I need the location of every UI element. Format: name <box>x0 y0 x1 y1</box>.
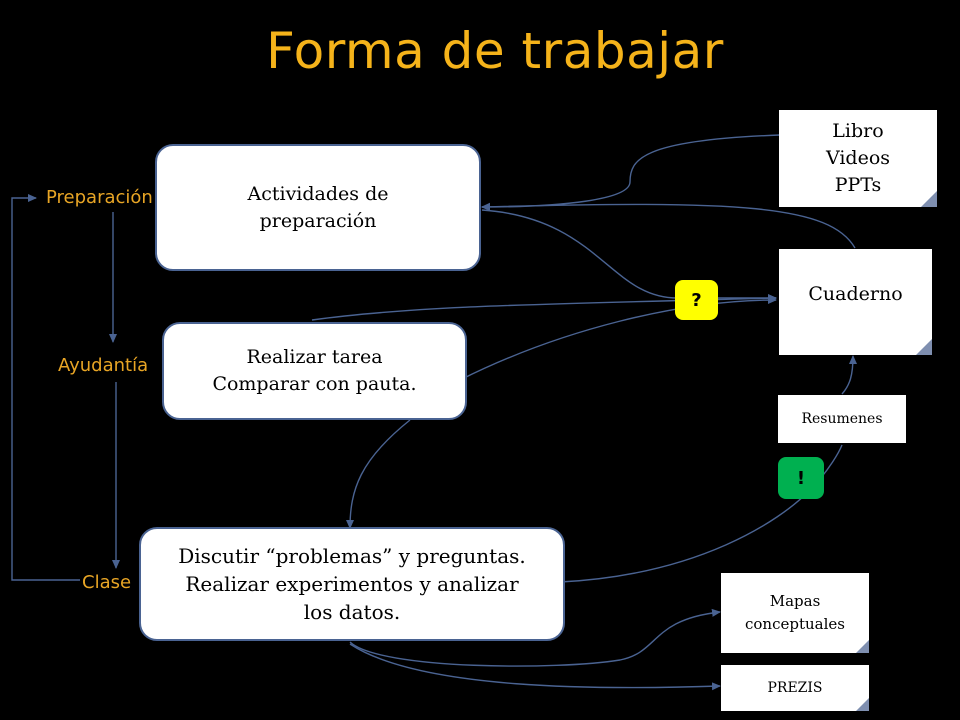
discutir-to-mapas-line <box>349 608 721 667</box>
slide-title: Forma de trabajar <box>266 22 724 80</box>
discutir-to-prezis-line <box>349 643 721 691</box>
loop-back-line <box>11 194 80 581</box>
resumenes-to-cuaderno-arrow <box>841 355 857 395</box>
recursos-note: Libro Videos PPTs <box>779 110 937 207</box>
prezis-note: PREZIS <box>721 665 869 711</box>
tarea-to-cuaderno-line-2 <box>459 296 777 381</box>
question-badge: ? <box>675 280 718 320</box>
discutir-to-resumenes-line <box>559 444 843 583</box>
exclamation-badge: ! <box>778 457 824 499</box>
stage-clase: Clase <box>82 572 132 593</box>
tarea-to-discutir-arrow <box>346 419 411 529</box>
cuaderno-to-actividades-line <box>481 202 856 249</box>
recursos-to-actividades-line <box>481 134 781 211</box>
tarea-box: Realizar tarea Comparar con pauta. <box>162 322 467 420</box>
discutir-box: Discutir “problemas” y preguntas. Realiz… <box>139 527 565 641</box>
stage-preparacion: Preparación <box>46 187 153 208</box>
resumenes-note: Resumenes <box>778 395 906 443</box>
cuaderno-note: Cuaderno <box>779 249 932 355</box>
stage-ayudantia: Ayudantía <box>58 355 149 376</box>
actividades-box: Actividades de preparación <box>155 144 481 271</box>
mapas-note: Mapas conceptuales <box>721 573 869 653</box>
actividades-to-cuaderno-line <box>481 209 777 302</box>
